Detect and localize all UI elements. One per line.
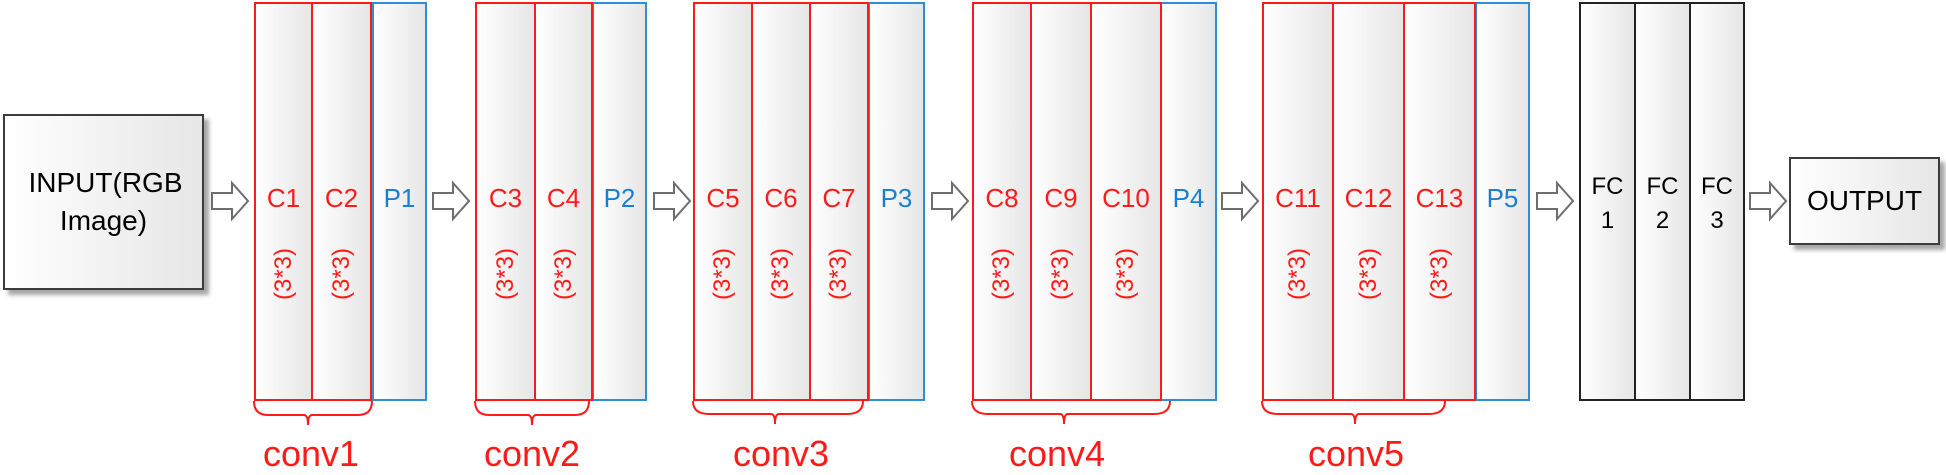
fc-label: FC xyxy=(1591,173,1624,200)
group-brace-conv4 xyxy=(971,400,1171,425)
conv-label: C8 xyxy=(985,183,1019,213)
conv-layer-c5: C5 (3*3) xyxy=(693,2,753,401)
conv-label: C12 xyxy=(1344,183,1393,213)
pool-layer-p1: P1 xyxy=(372,2,427,401)
pool-layer-p2: P2 xyxy=(592,2,647,401)
conv-label: C2 xyxy=(324,183,359,213)
group-label-conv2: conv2 xyxy=(483,433,581,474)
input-label: INPUT(RGB Image) xyxy=(28,167,183,236)
output-box: OUTPUT xyxy=(1789,157,1940,245)
arrow-icon xyxy=(1536,180,1575,222)
arrow-icon xyxy=(931,180,970,222)
conv-label: C5 xyxy=(706,183,740,213)
pool-layer-p5: P5 xyxy=(1475,2,1530,401)
conv-layer-c12: C12 (3*3) xyxy=(1332,2,1405,401)
fc-label: FC xyxy=(1701,173,1733,200)
pool-label: P1 xyxy=(383,183,416,213)
group-brace-conv5 xyxy=(1261,400,1446,425)
conv-layer-c9: C9 (3*3) xyxy=(1030,2,1092,401)
conv-label: C3 xyxy=(488,183,523,213)
arrow-icon xyxy=(432,180,471,222)
pool-label: P2 xyxy=(603,183,636,213)
conv-layer-c7: C7 (3*3) xyxy=(809,2,869,401)
arrow-icon xyxy=(1221,180,1260,222)
input-box: INPUT(RGB Image) xyxy=(3,114,204,290)
group-brace-conv1 xyxy=(253,400,373,426)
conv-layer-c13: C13 (3*3) xyxy=(1403,2,1476,401)
fc-label: FC xyxy=(1646,173,1679,200)
conv-layer-c2: C2 (3*3) xyxy=(311,2,372,401)
conv-label: C7 xyxy=(822,183,856,213)
conv-label: C1 xyxy=(266,183,301,213)
conv-label: C6 xyxy=(764,183,798,213)
pool-layer-p3: P3 xyxy=(868,2,925,401)
conv-layer-c4: C4 (3*3) xyxy=(534,2,593,401)
pool-layer-p4: P4 xyxy=(1160,2,1217,401)
output-label: OUTPUT xyxy=(1806,185,1923,217)
fc-index: 2 xyxy=(1655,207,1670,234)
conv-layer-c1: C1 (3*3) xyxy=(254,2,313,401)
fc-layer-2: FC 2 xyxy=(1634,2,1691,401)
fc-index: 3 xyxy=(1710,207,1724,234)
group-label-conv5: conv5 xyxy=(1307,433,1405,474)
group-brace-conv3 xyxy=(692,400,864,425)
group-label-conv1: conv1 xyxy=(262,433,360,474)
group-brace-conv2 xyxy=(474,400,590,426)
conv-label: C9 xyxy=(1044,183,1078,213)
conv-layer-c3: C3 (3*3) xyxy=(475,2,536,401)
conv-label: C13 xyxy=(1415,183,1464,213)
group-label-conv3: conv3 xyxy=(732,433,830,474)
arrow-icon xyxy=(211,180,250,222)
group-label-conv4: conv4 xyxy=(1008,433,1106,474)
conv-layer-c10: C10 (3*3) xyxy=(1090,2,1162,401)
fc-layer-3: FC 3 xyxy=(1689,2,1745,401)
pool-label: P4 xyxy=(1172,183,1205,213)
conv-label: C4 xyxy=(546,183,581,213)
conv-label: C10 xyxy=(1102,183,1150,213)
pool-label: P3 xyxy=(880,183,913,213)
arrow-icon xyxy=(653,180,692,222)
conv-layer-c11: C11 (3*3) xyxy=(1262,2,1334,401)
fc-index: 1 xyxy=(1600,207,1615,234)
arrow-icon xyxy=(1749,180,1788,222)
conv-label: C11 xyxy=(1275,183,1321,213)
pool-label: P5 xyxy=(1486,183,1519,213)
